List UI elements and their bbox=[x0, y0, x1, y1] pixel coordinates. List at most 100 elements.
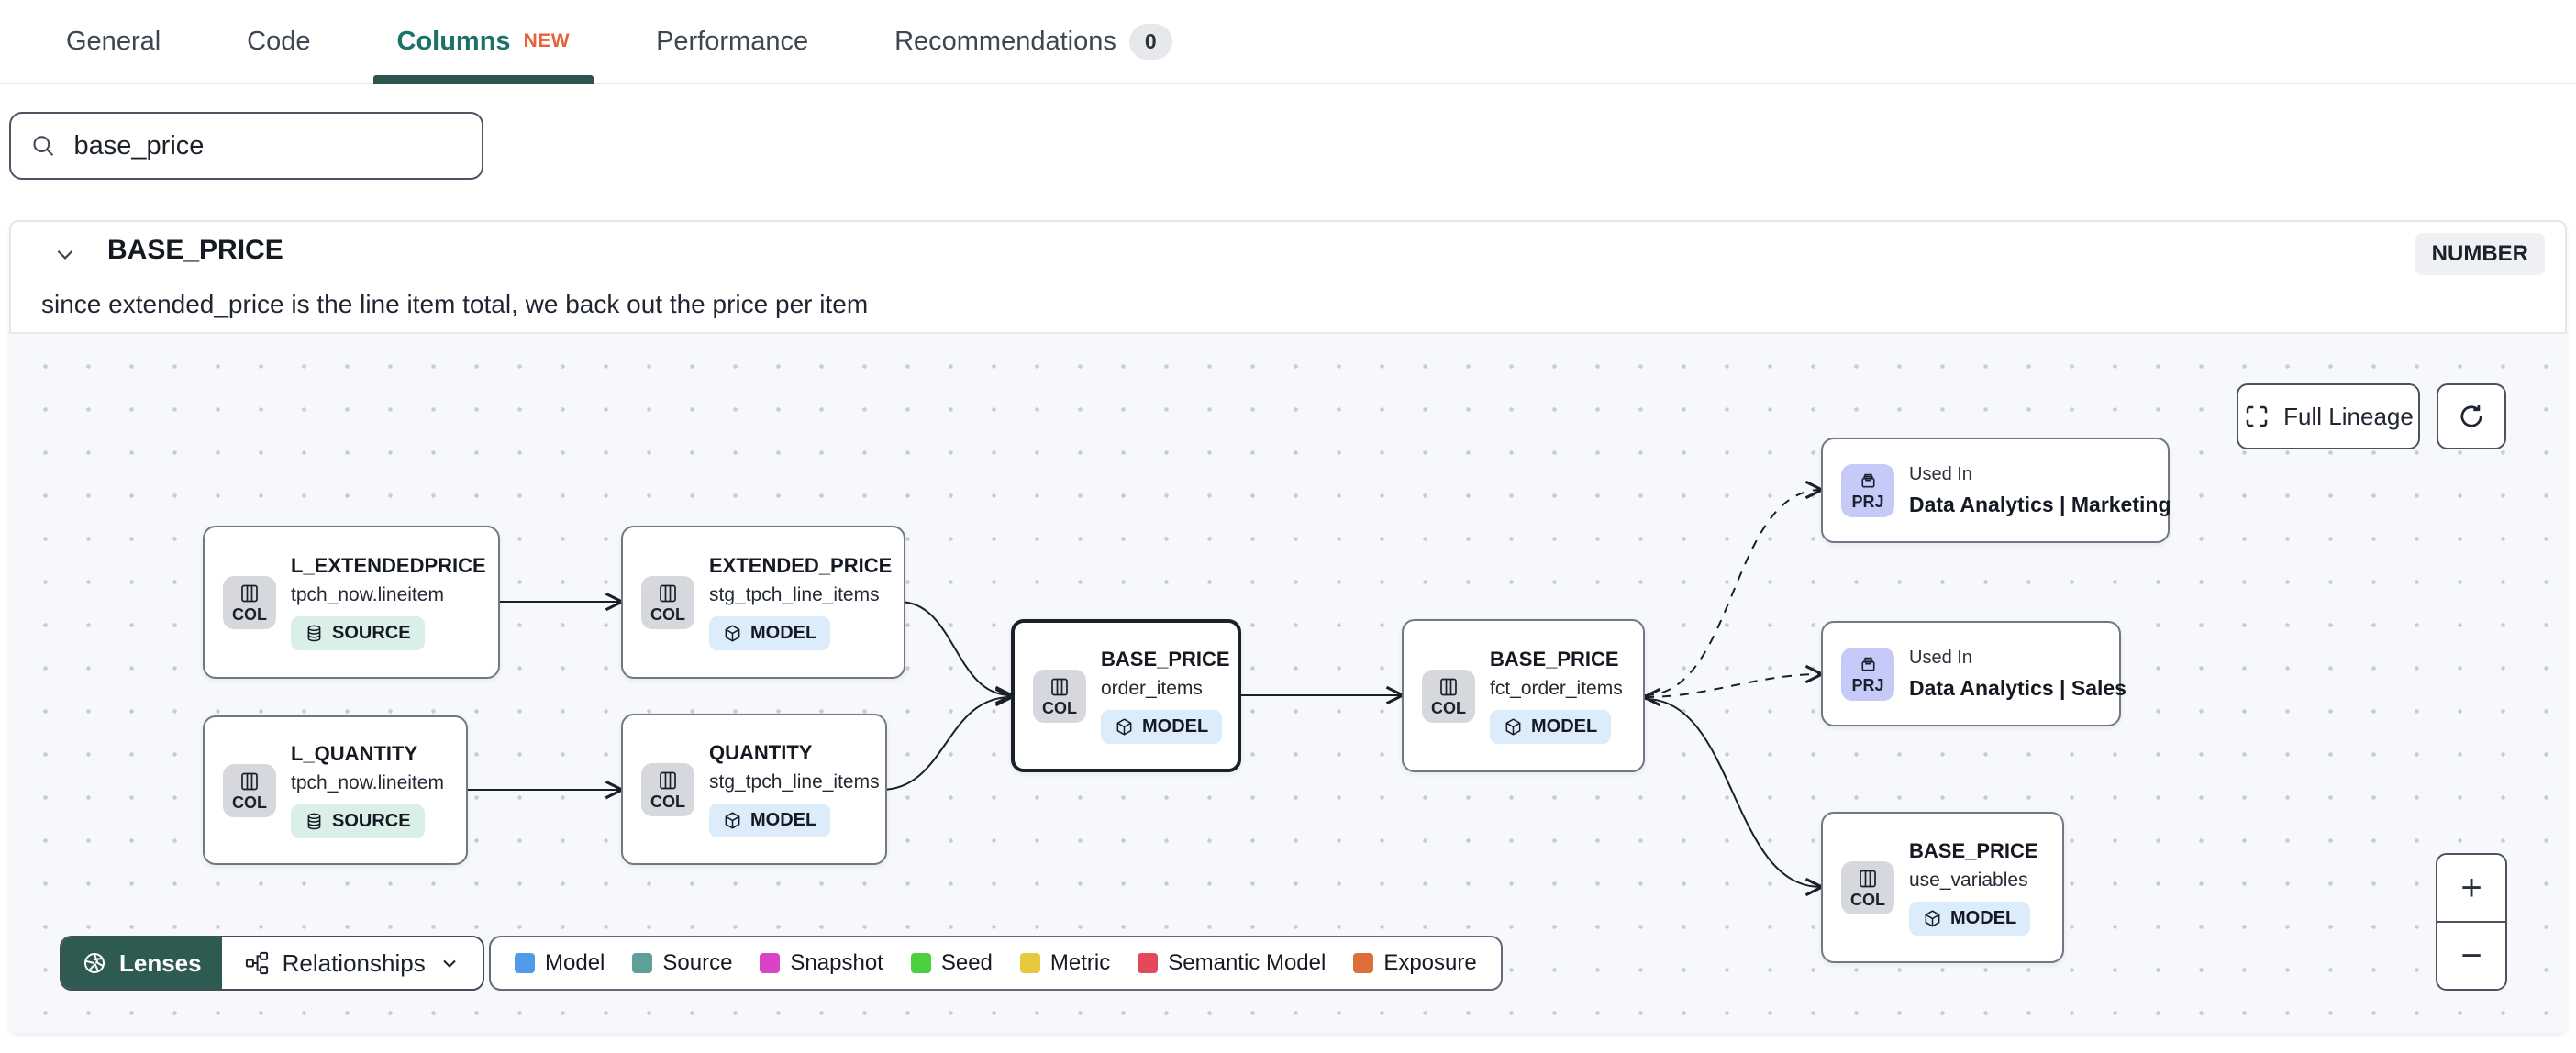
legend-swatch bbox=[760, 953, 781, 973]
column-type-badge: NUMBER bbox=[2415, 233, 2545, 275]
project-chip: PRJ bbox=[1841, 647, 1894, 701]
lenses-button[interactable]: Lenses bbox=[61, 937, 222, 989]
legend-swatch bbox=[515, 953, 535, 973]
column-chip: COL bbox=[223, 575, 276, 629]
legend-item-metric: Metric bbox=[1019, 950, 1110, 976]
lineage-node-base-price-use-variables[interactable]: COL BASE_PRICE use_variables MODEL bbox=[1821, 812, 2064, 963]
node-subtitle: tpch_now.lineitem bbox=[291, 772, 444, 793]
database-icon bbox=[307, 813, 321, 830]
recommendations-count-badge: 0 bbox=[1128, 23, 1172, 60]
legend-item-model: Model bbox=[515, 950, 605, 976]
node-title: EXTENDED_PRICE bbox=[709, 554, 893, 577]
resource-type-badge: MODEL bbox=[709, 804, 831, 837]
columns-icon bbox=[241, 584, 258, 602]
search-icon bbox=[33, 136, 54, 156]
columns-icon bbox=[241, 772, 258, 790]
column-chip: COL bbox=[1033, 669, 1086, 723]
column-chip: COL bbox=[223, 763, 276, 817]
new-badge: NEW bbox=[523, 30, 571, 51]
lenses-control-group: Lenses Relationships bbox=[60, 936, 484, 991]
cube-icon bbox=[1505, 718, 1521, 736]
resource-type-badge: SOURCE bbox=[291, 616, 425, 650]
lineage-node-exposure-marketing[interactable]: PRJ Used In Data Analytics | Marketing bbox=[1821, 438, 2171, 543]
node-title: L_EXTENDEDPRICE bbox=[291, 554, 486, 577]
lineage-node-exposure-sales[interactable]: PRJ Used In Data Analytics | Sales bbox=[1821, 621, 2126, 726]
search-input[interactable] bbox=[73, 130, 463, 161]
column-chip: COL bbox=[1841, 860, 1894, 914]
column-description: since extended_price is the line item to… bbox=[41, 290, 869, 318]
project-icon bbox=[1860, 657, 1875, 671]
active-tab-indicator bbox=[373, 75, 594, 84]
database-icon bbox=[307, 625, 321, 642]
resource-type-badge: MODEL bbox=[1909, 902, 2031, 936]
node-title: Data Analytics | Sales bbox=[1909, 675, 2126, 700]
expand-icon bbox=[2246, 405, 2268, 427]
aperture-icon bbox=[83, 952, 105, 974]
tab-bar: General Code Columns NEW Performance Rec… bbox=[0, 0, 2576, 84]
node-title: BASE_PRICE bbox=[1909, 839, 2038, 862]
graph-icon bbox=[245, 951, 268, 975]
node-subtitle: stg_tpch_line_items bbox=[709, 771, 880, 793]
columns-icon bbox=[1860, 870, 1876, 887]
relationships-dropdown[interactable]: Relationships bbox=[221, 937, 483, 989]
columns-icon bbox=[660, 584, 676, 602]
legend-item-exposure: Exposure bbox=[1353, 950, 1477, 976]
column-chip: COL bbox=[1422, 669, 1475, 723]
legend-item-snapshot: Snapshot bbox=[760, 950, 883, 976]
column-chip: COL bbox=[641, 762, 694, 816]
cube-icon bbox=[1116, 718, 1132, 736]
used-in-label: Used In bbox=[1909, 463, 1972, 484]
lineage-node-quantity[interactable]: COL QUANTITY stg_tpch_line_items MODEL bbox=[621, 714, 887, 865]
refresh-icon bbox=[2460, 405, 2482, 427]
cube-icon bbox=[725, 625, 740, 642]
columns-icon bbox=[1051, 678, 1068, 695]
column-chip: COL bbox=[641, 575, 694, 629]
lineage-node-base-price-order-items[interactable]: COL BASE_PRICE order_items MODEL bbox=[1011, 619, 1241, 772]
cube-icon bbox=[1925, 910, 1940, 927]
tab-columns[interactable]: Columns NEW bbox=[396, 26, 571, 56]
columns-icon bbox=[1440, 678, 1457, 695]
lineage-node-l-extendedprice[interactable]: COL L_EXTENDEDPRICE tpch_now.lineitem SO… bbox=[203, 526, 500, 679]
resource-type-badge: MODEL bbox=[709, 616, 831, 650]
node-title: BASE_PRICE bbox=[1490, 648, 1619, 671]
project-icon bbox=[1860, 473, 1875, 488]
chevron-down-icon bbox=[442, 959, 456, 968]
node-subtitle: fct_order_items bbox=[1490, 678, 1623, 699]
columns-icon bbox=[660, 771, 676, 789]
legend-swatch bbox=[1353, 953, 1374, 973]
node-subtitle: use_variables bbox=[1909, 870, 2028, 891]
tab-performance[interactable]: Performance bbox=[656, 26, 809, 56]
node-title: L_QUANTITY bbox=[291, 742, 418, 765]
resource-type-badge: MODEL bbox=[1101, 710, 1223, 744]
tab-code[interactable]: Code bbox=[247, 26, 311, 56]
legend-swatch bbox=[632, 953, 653, 973]
refresh-button[interactable] bbox=[2437, 383, 2506, 449]
tab-recommendations[interactable]: Recommendations 0 bbox=[894, 23, 1172, 60]
chevron-down-icon[interactable] bbox=[51, 240, 79, 268]
node-subtitle: tpch_now.lineitem bbox=[291, 584, 444, 605]
lineage-canvas[interactable] bbox=[9, 332, 2567, 1033]
column-search bbox=[9, 112, 483, 180]
node-subtitle: order_items bbox=[1101, 678, 1203, 699]
zoom-in-button[interactable]: + bbox=[2437, 855, 2505, 921]
legend-swatch bbox=[910, 953, 931, 973]
lineage-node-l-quantity[interactable]: COL L_QUANTITY tpch_now.lineitem SOURCE bbox=[203, 715, 468, 865]
legend-item-source: Source bbox=[632, 950, 732, 976]
cube-icon bbox=[725, 812, 740, 829]
tab-general[interactable]: General bbox=[66, 26, 161, 56]
legend-item-seed: Seed bbox=[910, 950, 993, 976]
node-subtitle: stg_tpch_line_items bbox=[709, 584, 880, 605]
node-title: BASE_PRICE bbox=[1101, 648, 1230, 671]
legend-swatch bbox=[1138, 953, 1159, 973]
zoom-out-button[interactable]: − bbox=[2437, 921, 2505, 989]
legend-swatch bbox=[1019, 953, 1040, 973]
node-title: Data Analytics | Marketing bbox=[1909, 492, 2171, 516]
lineage-node-base-price-fct-order-items[interactable]: COL BASE_PRICE fct_order_items MODEL bbox=[1402, 619, 1645, 772]
resource-type-badge: MODEL bbox=[1490, 710, 1612, 744]
lineage-node-extended-price[interactable]: COL EXTENDED_PRICE stg_tpch_line_items M… bbox=[621, 526, 905, 679]
column-title: BASE_PRICE bbox=[107, 235, 283, 265]
project-chip: PRJ bbox=[1841, 463, 1894, 517]
full-lineage-button[interactable]: Full Lineage bbox=[2237, 383, 2420, 449]
used-in-label: Used In bbox=[1909, 647, 1972, 668]
